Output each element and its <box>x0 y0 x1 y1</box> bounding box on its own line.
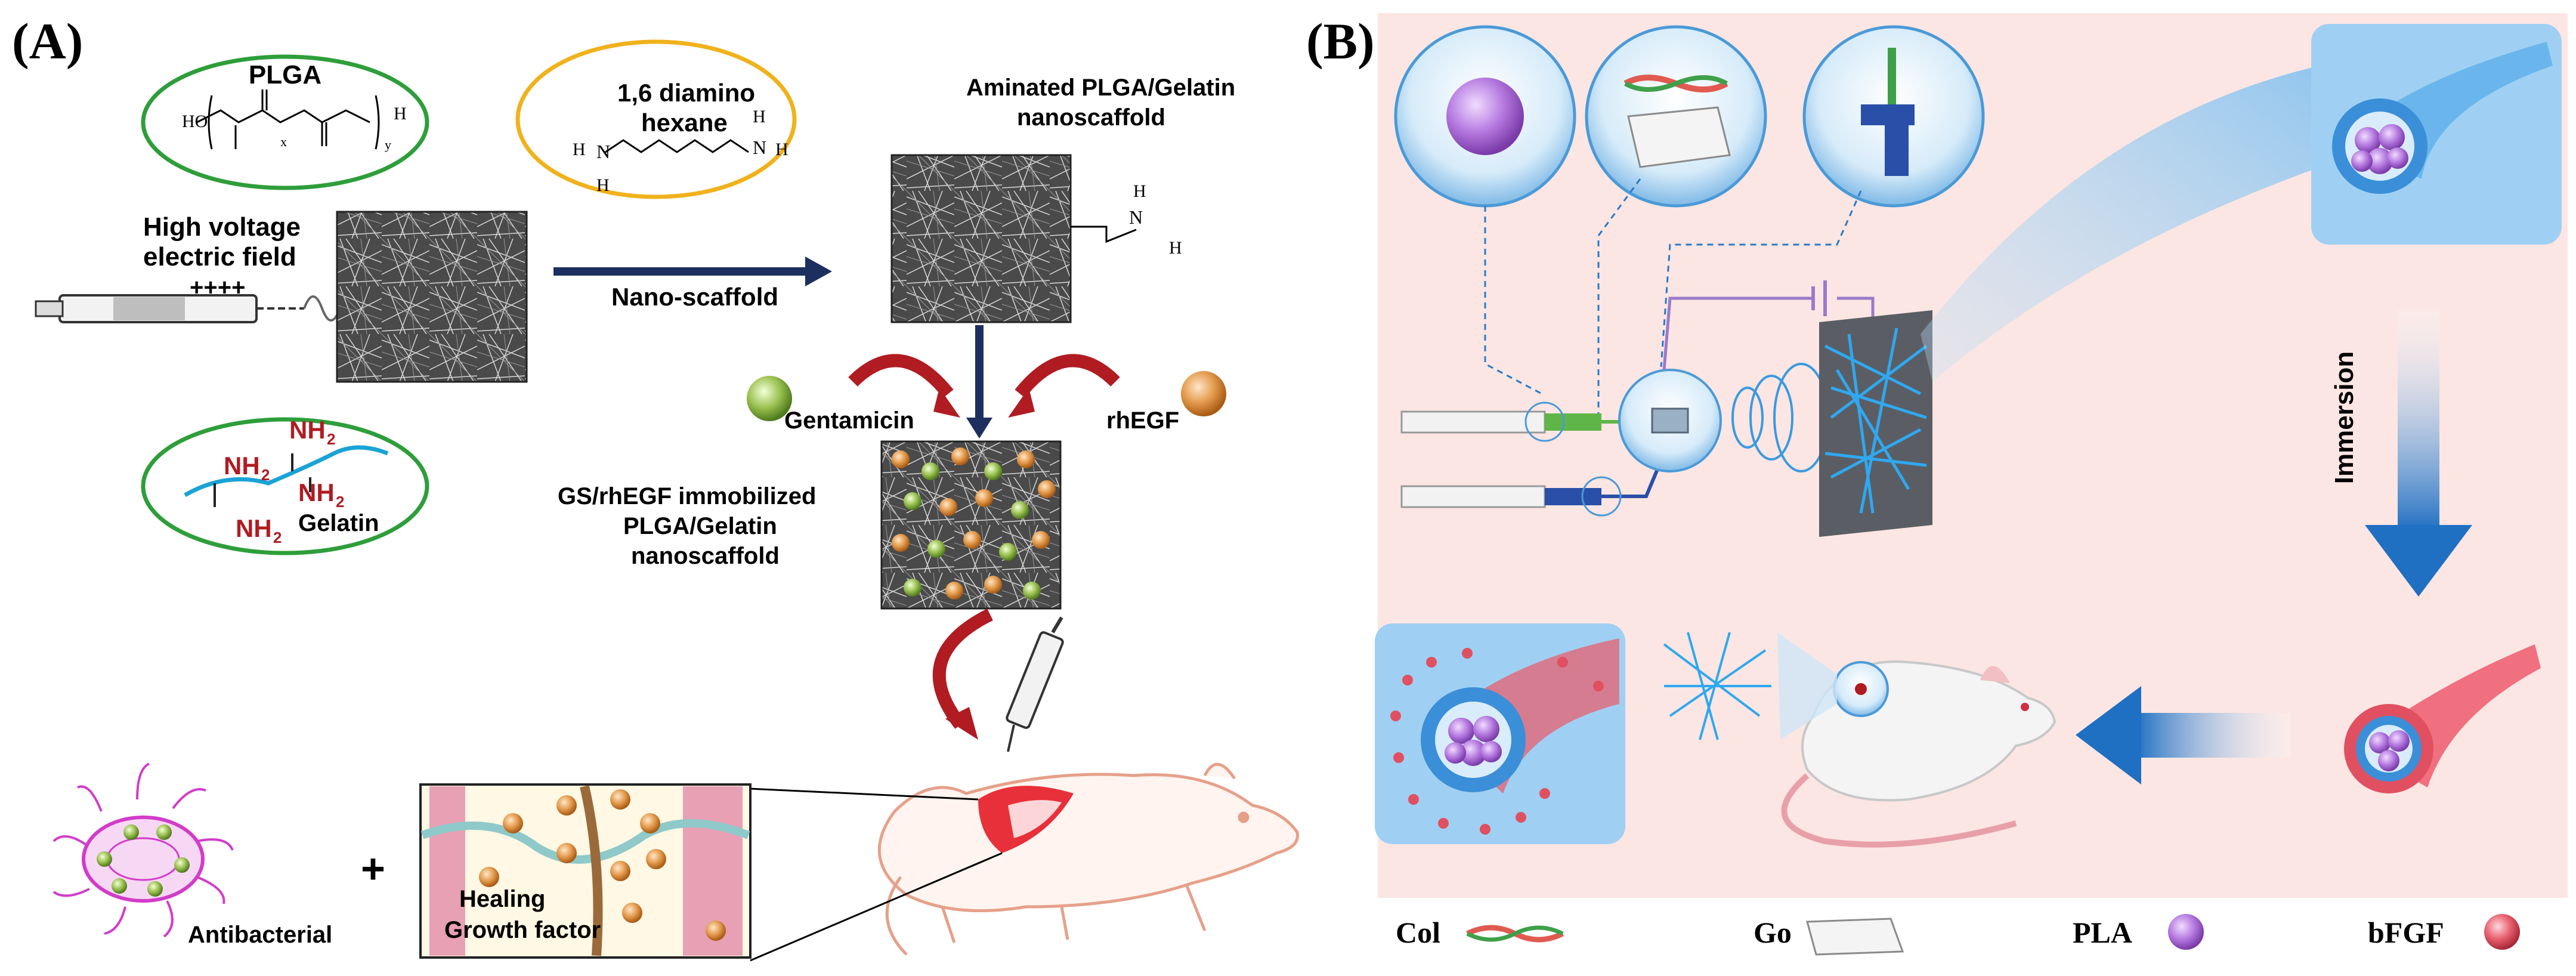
plga-h: H <box>394 104 407 123</box>
aminated-line2: nanoscaffold <box>1017 104 1165 131</box>
legend-bfgf-label: bFGF <box>2368 916 2444 949</box>
bfgf-coated-fiber-icon <box>2344 644 2541 793</box>
gelatin-nh2-a: NH <box>224 452 260 480</box>
healing-line2: Growth factor <box>444 917 601 943</box>
zoom-beam <box>1921 66 2320 382</box>
legend-item-bfgf: bFGF <box>2368 914 2520 950</box>
legend-item-col: Col <box>1396 916 1564 949</box>
collector-plate <box>1819 310 1932 537</box>
bfgf-dots <box>1390 648 1604 835</box>
gelatin-sub2-c: 2 <box>336 493 344 511</box>
amine-h-top: H <box>1133 181 1146 201</box>
antibacterial-label: Antibacterial <box>188 922 332 948</box>
healing-line1: Healing <box>459 886 545 912</box>
pla-core-icon <box>2351 124 2408 174</box>
immersion-arrow <box>2398 310 2439 531</box>
red-sphere-icon <box>2484 914 2520 950</box>
plga-x: x <box>280 134 287 149</box>
gentamicin-label: Gentamicin <box>784 407 914 434</box>
legend-item-go: Go <box>1754 916 1904 956</box>
amine-n: N <box>1129 206 1143 228</box>
gelatin-oval: NH 2 NH 2 NH 2 NH 2 Gelatin <box>141 416 429 555</box>
implant-arrow <box>2135 713 2290 758</box>
syringe-icon <box>35 294 395 323</box>
diamine-line2: hexane <box>641 109 728 137</box>
immob-line1: GS/rhEGF immobilized <box>558 483 816 509</box>
graphene-oxide-sheet-icon <box>1627 106 1731 168</box>
diamine-n-right: N <box>753 137 766 158</box>
sem-image-aminated <box>890 154 1072 323</box>
immobilized-particles <box>892 447 1056 600</box>
arrow-to-rat <box>932 609 993 729</box>
gelatin-nh2-b: NH <box>289 416 326 444</box>
zoom-line-top <box>750 787 979 801</box>
plus-sign: + <box>361 845 385 892</box>
diamine-h-right2: H <box>753 107 766 126</box>
immersion-label: Immersion <box>2330 351 2359 484</box>
diamine-oval: 1,6 diamino hexane N H H N H H <box>515 39 797 199</box>
plga-oval: PLGA HO x y H <box>141 54 429 190</box>
plga-structure-icon <box>196 89 380 150</box>
plga-ho: HO <box>182 112 208 131</box>
hv-line2: electric field <box>143 242 296 271</box>
immob-line3: nanoscaffold <box>631 543 780 569</box>
collected-fibers <box>1824 328 1928 514</box>
implant-fibers <box>1663 632 1771 740</box>
arrow-to-aminated <box>553 257 832 286</box>
gelatin-sub2-b: 2 <box>327 430 335 448</box>
panel-b: (B) <box>1306 13 2568 967</box>
bacterium-icon <box>52 762 234 938</box>
tissue-inset <box>419 783 752 959</box>
gelatin-sub2-a: 2 <box>261 466 270 484</box>
gelatin-nh2-d: NH <box>236 514 272 542</box>
gelatin-nh2-c: NH <box>298 478 335 506</box>
arrow-down-immobilize <box>966 325 992 438</box>
zoom-line-bottom <box>750 852 1003 962</box>
hv-line1: High voltage <box>143 212 301 242</box>
purple-sphere-icon <box>2168 914 2204 950</box>
diamine-h-right1: H <box>775 140 788 159</box>
gelatin-sub2-d: 2 <box>273 529 282 546</box>
amine-h-right: H <box>1169 238 1182 258</box>
rat-illustration <box>877 762 1300 956</box>
plga-title: PLGA <box>249 60 321 89</box>
nano-scaffold-label: Nano-scaffold <box>611 283 778 311</box>
aminated-line1: Aminated PLGA/Gelatin <box>966 75 1235 101</box>
diamine-h-left1: H <box>573 140 586 159</box>
voltage-circuit <box>1662 296 1875 370</box>
legend-pla-label: PLA <box>2073 916 2132 949</box>
legend-item-pla: PLA <box>2073 914 2204 950</box>
legend-go-label: Go <box>1754 916 1792 949</box>
immob-line2: PLGA/Gelatin <box>623 513 777 539</box>
panel-a-label: (A) <box>12 13 83 70</box>
panel-b-label: (B) <box>1306 13 1375 70</box>
diamine-h-left2: H <box>596 175 610 195</box>
gentamicin-arrow <box>848 354 954 398</box>
pla-sphere-icon <box>1446 78 1524 155</box>
rhegf-label: rhEGF <box>1106 407 1179 434</box>
sem-image-plga <box>336 211 528 383</box>
rhegf-arrow <box>1015 354 1120 398</box>
rhegf-ball-icon <box>1181 371 1226 416</box>
diamine-line1: 1,6 diamino <box>617 79 755 107</box>
gentamicin-ball-icon <box>747 376 792 421</box>
legend-col-label: Col <box>1396 916 1440 949</box>
gelatin-label: Gelatin <box>298 510 379 536</box>
panel-a: (A) PLGA HO x y H High voltage electric … <box>12 13 1300 962</box>
diamine-n-left: N <box>596 141 610 162</box>
legend-bar <box>1378 898 2568 967</box>
injector-icon <box>1006 616 1064 752</box>
amine-group-icon <box>1071 226 1137 243</box>
plga-y: y <box>385 137 391 152</box>
coaxial-syringes <box>1400 401 1666 517</box>
graphene-oxide-sheet-icon <box>1806 918 1904 956</box>
